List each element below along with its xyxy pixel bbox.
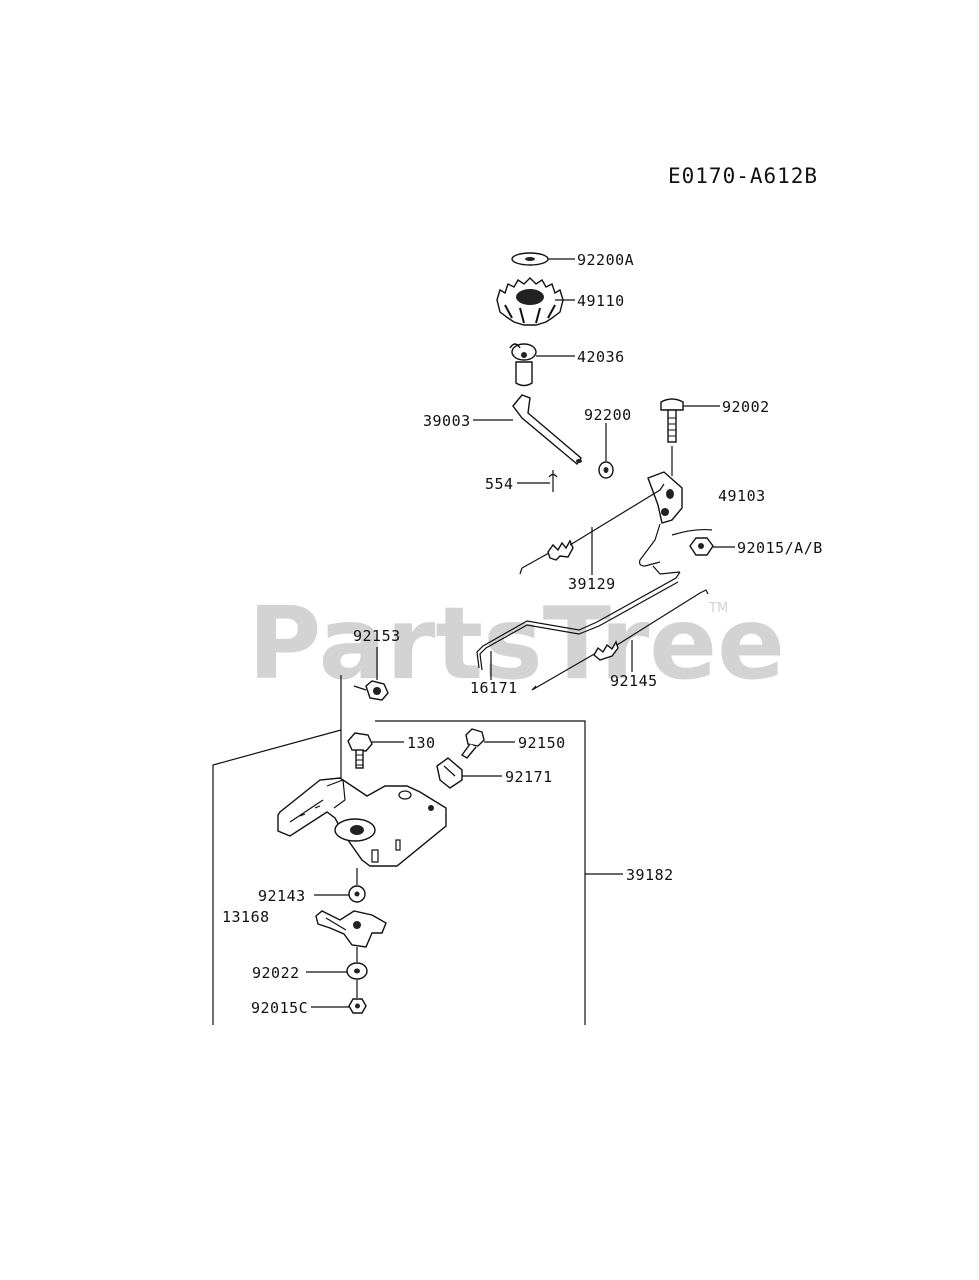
part-49103-governor-arm[interactable]	[638, 446, 683, 567]
label-92002[interactable]: 92002	[722, 398, 770, 416]
part-554-pin[interactable]	[548, 470, 558, 492]
part-92143-washer[interactable]	[348, 885, 366, 903]
part-92150-screw[interactable]	[460, 728, 485, 759]
label-92022[interactable]: 92022	[252, 964, 300, 982]
frame-line-left-outer	[212, 729, 342, 1025]
label-49103[interactable]: 49103	[718, 487, 766, 505]
part-92145-spring[interactable]	[531, 589, 709, 691]
part-92015AB-nut[interactable]	[671, 528, 714, 556]
part-control-plate[interactable]	[277, 777, 447, 867]
part-92153-bolt[interactable]	[353, 680, 389, 701]
diagram-code: E0170-A612B	[668, 164, 818, 188]
label-92171[interactable]: 92171	[505, 768, 553, 786]
watermark-trademark: TM	[708, 601, 728, 616]
label-16171[interactable]: 16171	[470, 679, 518, 697]
label-39003[interactable]: 39003	[423, 412, 471, 430]
label-130[interactable]: 130	[407, 734, 436, 752]
label-13168[interactable]: 13168	[222, 908, 270, 926]
part-130-bolt[interactable]	[347, 732, 373, 769]
part-39003-governor-shaft[interactable]	[512, 394, 582, 466]
label-92015AB[interactable]: 92015/A/B	[737, 539, 823, 557]
label-49110[interactable]: 49110	[577, 292, 625, 310]
part-16171-throttle-rod[interactable]	[476, 565, 681, 671]
part-13168-lever[interactable]	[315, 910, 387, 948]
part-92002-bolt[interactable]	[660, 398, 684, 443]
frame-line-right	[375, 720, 586, 1025]
label-92143[interactable]: 92143	[258, 887, 306, 905]
part-92200A-washer[interactable]	[511, 252, 549, 266]
part-39129-governor-spring[interactable]	[519, 483, 665, 575]
watermark-text: PartsTree	[248, 585, 785, 702]
label-92015C[interactable]: 92015C	[251, 999, 308, 1017]
part-92200-washer[interactable]	[598, 461, 614, 479]
label-554[interactable]: 554	[485, 475, 514, 493]
label-42036[interactable]: 42036	[577, 348, 625, 366]
part-92171-clip[interactable]	[436, 757, 463, 789]
part-92015C-nut[interactable]	[348, 998, 367, 1014]
label-92145[interactable]: 92145	[610, 672, 658, 690]
label-92200A[interactable]: 92200A	[577, 251, 634, 269]
label-92150[interactable]: 92150	[518, 734, 566, 752]
part-92022-washer[interactable]	[346, 962, 368, 980]
part-42036-holder[interactable]	[509, 343, 537, 387]
label-39129[interactable]: 39129	[568, 575, 616, 593]
label-39182[interactable]: 39182	[626, 866, 674, 884]
label-92200[interactable]: 92200	[584, 406, 632, 424]
label-92153[interactable]: 92153	[353, 627, 401, 645]
part-49110-governor-gear[interactable]	[496, 277, 564, 326]
